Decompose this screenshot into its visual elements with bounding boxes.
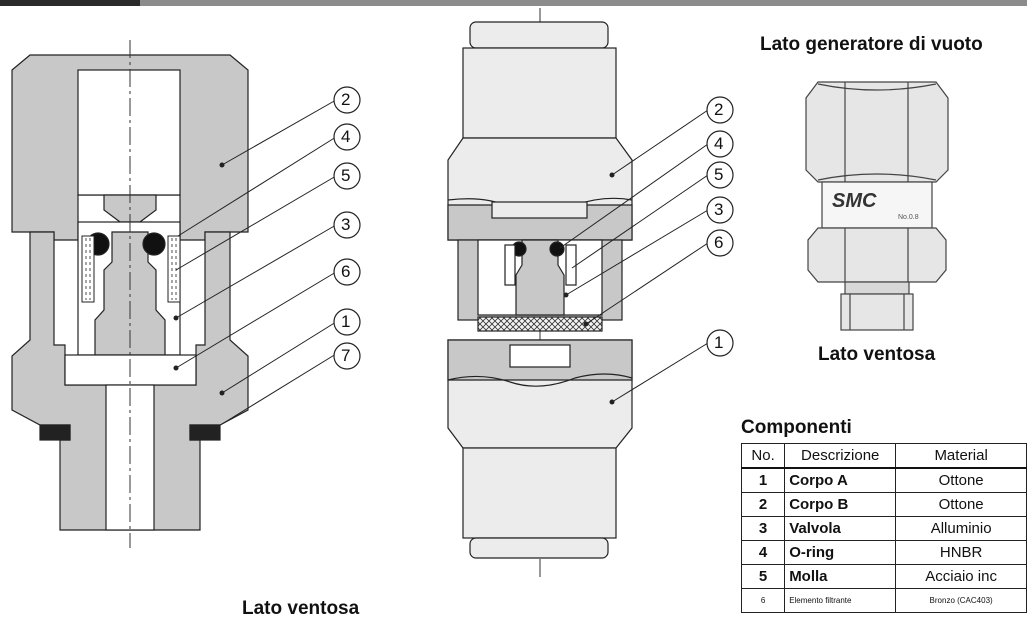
table-row: 2 Corpo B Ottone (740, 492, 1027, 517)
part-no: 5 (740, 564, 786, 589)
part-description: O-ring (784, 540, 897, 565)
callout-label: 4 (714, 134, 724, 153)
part-material: Alluminio (895, 516, 1027, 541)
callout-label: 5 (714, 165, 724, 184)
components-title: Componenti (741, 417, 852, 438)
part-no: 6 (740, 588, 786, 613)
callout-label: 1 (341, 312, 351, 331)
product-exterior (805, 81, 949, 331)
part-description: Corpo A (784, 467, 897, 493)
callout-label: 6 (341, 262, 351, 281)
part-material: HNBR (895, 540, 1027, 565)
part-description: Valvola (784, 516, 897, 541)
vacuum-generator-side-heading: Lato generatore di vuoto (760, 34, 983, 55)
suction-side-heading-right: Lato ventosa (818, 344, 936, 365)
part-no: 3 (740, 516, 786, 541)
column-header-description: Descrizione (784, 443, 897, 469)
part-description: Corpo B (784, 492, 897, 517)
part-material: Acciaio inc (895, 564, 1027, 589)
callout-circles-left (333, 86, 361, 370)
callout-label: 1 (714, 333, 724, 352)
components-table: No. Descrizione Material 1 Corpo A Otton… (740, 443, 1027, 613)
callout-circles-middle (706, 96, 734, 357)
table-row: 4 O-ring HNBR (740, 540, 1027, 565)
column-header-no: No. (740, 443, 786, 469)
gasket-left-b (189, 424, 221, 441)
logo-band (821, 181, 933, 229)
callout-label: 2 (341, 90, 351, 109)
callout-label: 4 (341, 127, 351, 146)
gasket-left-a (39, 424, 71, 441)
part-material: Bronzo (CAC403) (895, 588, 1027, 613)
callout-label: 5 (341, 166, 351, 185)
part-material: Ottone (895, 492, 1027, 517)
top-rule (0, 0, 1027, 6)
table-row: 1 Corpo A Ottone (740, 467, 1027, 493)
top-rule-grey (140, 0, 1027, 6)
part-material: Ottone (895, 467, 1027, 493)
part-no: 1 (740, 467, 786, 493)
part-description: Elemento filtrante (784, 588, 897, 613)
part-description: Molla (784, 564, 897, 589)
components-header-row: No. Descrizione Material (740, 443, 1027, 469)
top-rule-dark (0, 0, 140, 6)
suction-side-heading-left: Lato ventosa (242, 598, 360, 619)
filter-middle (477, 316, 603, 332)
smc-logo: SMC (832, 190, 877, 212)
part-no: 2 (740, 492, 786, 517)
column-header-material: Material (895, 443, 1027, 469)
middle-cross-section (447, 8, 709, 580)
table-row: 6 Elemento filtrante Bronzo (CAC403) (740, 588, 1027, 613)
callout-label: 3 (714, 200, 724, 219)
callout-label: 6 (714, 233, 724, 252)
callout-label: 3 (341, 215, 351, 234)
table-row: 5 Molla Acciaio inc (740, 564, 1027, 589)
callout-label: 7 (341, 346, 351, 365)
product-marking: No.0.8 (898, 214, 919, 221)
part-no: 4 (740, 540, 786, 565)
table-row: 3 Valvola Alluminio (740, 516, 1027, 541)
callout-label: 2 (714, 100, 724, 119)
left-cross-section (11, 40, 337, 548)
